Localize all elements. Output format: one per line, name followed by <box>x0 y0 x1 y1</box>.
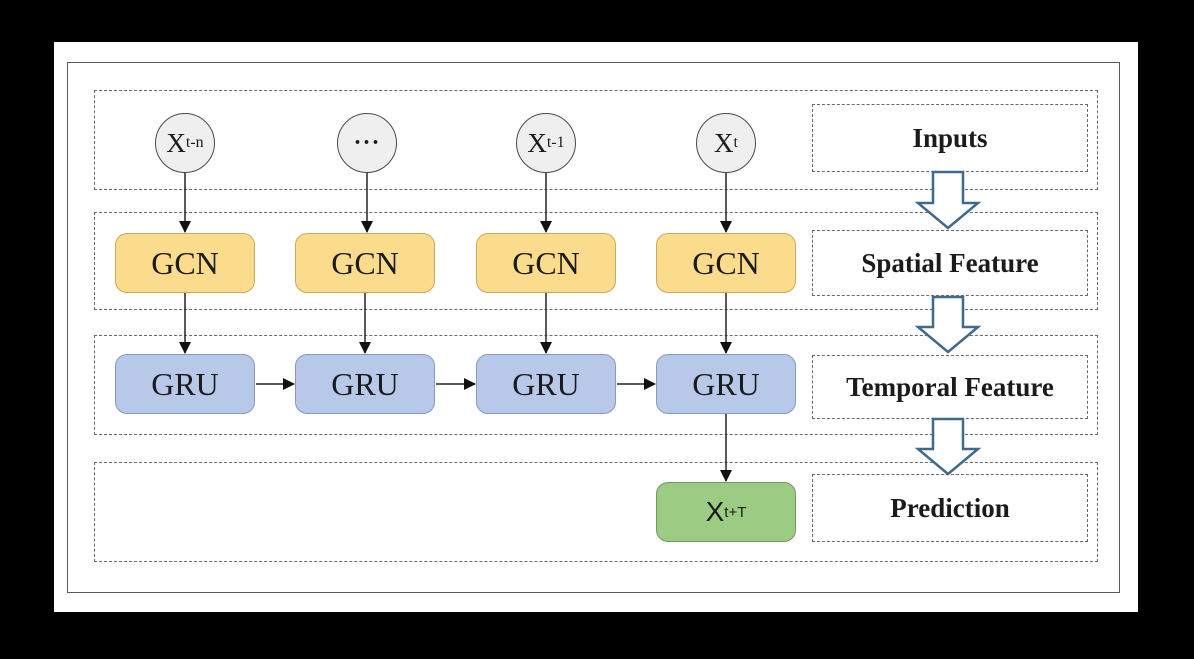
stage-label-spatial: Spatial Feature <box>812 230 1088 296</box>
gru-box-2: GRU <box>295 354 435 414</box>
gcn-box-2: GCN <box>295 233 435 293</box>
gru-box-4: GRU <box>656 354 796 414</box>
stage-arrow-temporal-to-prediction <box>914 417 982 476</box>
diagram-frame <box>67 62 1120 593</box>
gcn-box-3: GCN <box>476 233 616 293</box>
stage-arrow-spatial-to-temporal <box>914 295 982 354</box>
temporal-row <box>94 335 1098 435</box>
prediction-row <box>94 462 1098 562</box>
stage-arrow-inputs-to-spatial <box>914 170 982 230</box>
gcn-box-4: GCN <box>656 233 796 293</box>
stage-label-temporal: Temporal Feature <box>812 355 1088 419</box>
stage-label-inputs: Inputs <box>812 104 1088 172</box>
input-node-ellipsis: ··· <box>337 113 397 173</box>
stage-label-prediction: Prediction <box>812 474 1088 542</box>
inputs-row <box>94 90 1098 190</box>
gru-box-1: GRU <box>115 354 255 414</box>
gru-box-3: GRU <box>476 354 616 414</box>
spatial-row <box>94 212 1098 310</box>
gcn-box-1: GCN <box>115 233 255 293</box>
